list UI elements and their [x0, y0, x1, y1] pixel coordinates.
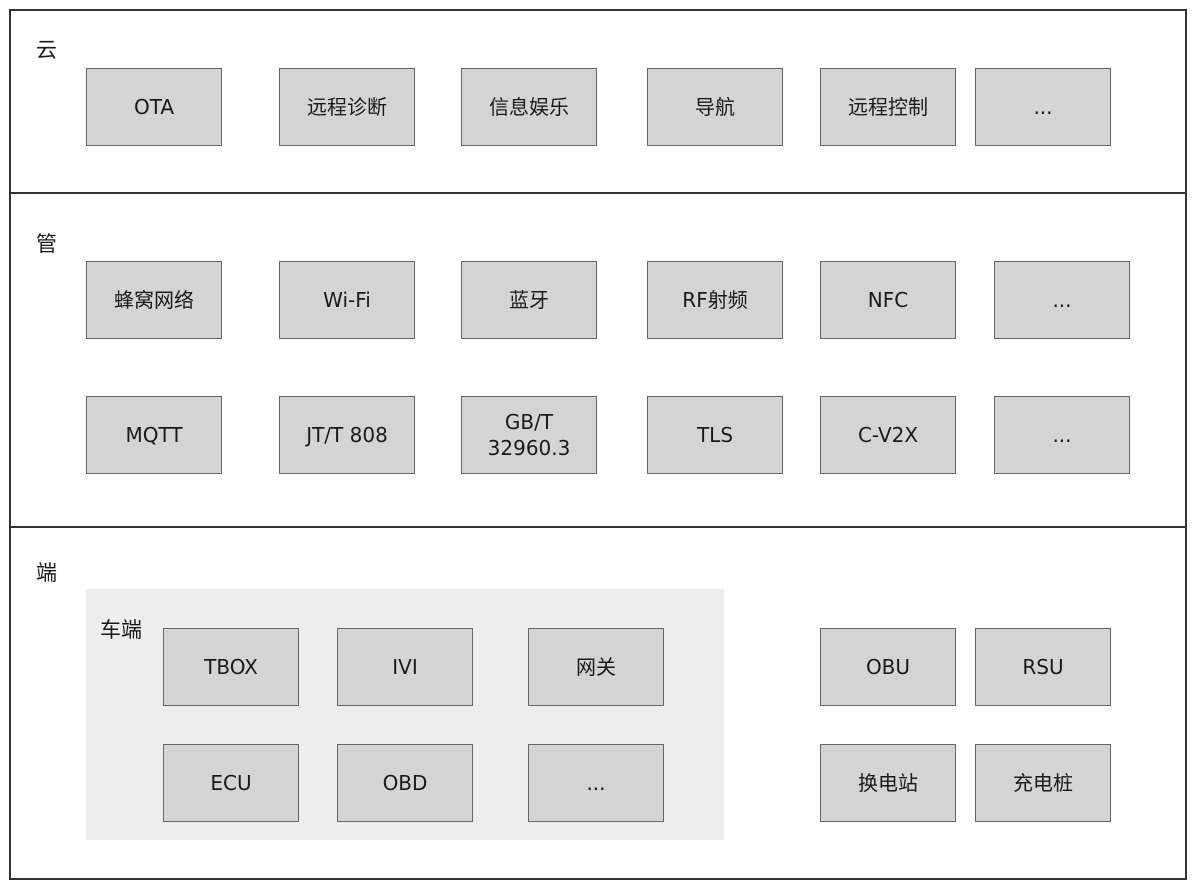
pipe-item-cv2x: C-V2X	[820, 396, 956, 474]
cloud-item-remote-diagnosis: 远程诊断	[279, 68, 415, 146]
pipe-item-mqtt: MQTT	[86, 396, 222, 474]
roadside-item-rsu: RSU	[975, 628, 1111, 706]
pipe-item-gbt32960: GB/T 32960.3	[461, 396, 597, 474]
pipe-item-more-2: ...	[994, 396, 1130, 474]
pipe-item-jtt808: JT/T 808	[279, 396, 415, 474]
cloud-item-navigation: 导航	[647, 68, 783, 146]
vehicle-item-ecu: ECU	[163, 744, 299, 822]
vehicle-item-tbox: TBOX	[163, 628, 299, 706]
pipe-item-nfc: NFC	[820, 261, 956, 339]
diagram-frame	[9, 9, 1187, 880]
vehicle-item-more: ...	[528, 744, 664, 822]
roadside-item-obu: OBU	[820, 628, 956, 706]
cloud-item-remote-control: 远程控制	[820, 68, 956, 146]
roadside-item-swap-station: 换电站	[820, 744, 956, 822]
vehicle-item-obd: OBD	[337, 744, 473, 822]
cloud-item-more: ...	[975, 68, 1111, 146]
cloud-item-infotainment: 信息娱乐	[461, 68, 597, 146]
layer-label-end: 端	[36, 561, 57, 585]
layer-label-cloud: 云	[36, 38, 57, 62]
pipe-item-bluetooth: 蓝牙	[461, 261, 597, 339]
layer-label-pipe: 管	[36, 232, 57, 256]
cloud-item-ota: OTA	[86, 68, 222, 146]
layer-divider-cloud-pipe	[9, 192, 1187, 194]
vehicle-item-gateway: 网关	[528, 628, 664, 706]
pipe-item-tls: TLS	[647, 396, 783, 474]
vehicle-item-ivi: IVI	[337, 628, 473, 706]
pipe-item-cellular: 蜂窝网络	[86, 261, 222, 339]
vehicle-end-label: 车端	[100, 618, 142, 642]
pipe-item-more-1: ...	[994, 261, 1130, 339]
pipe-item-rf: RF射频	[647, 261, 783, 339]
pipe-item-wifi: Wi-Fi	[279, 261, 415, 339]
layer-divider-pipe-end	[9, 526, 1187, 528]
roadside-item-charging-pile: 充电桩	[975, 744, 1111, 822]
